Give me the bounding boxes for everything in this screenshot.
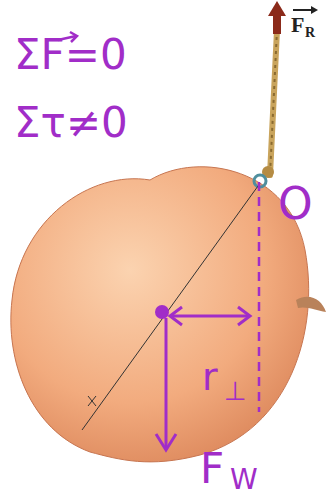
tension-label: F <box>291 14 304 36</box>
tension-subscript: R <box>305 26 315 40</box>
vector-head <box>311 6 318 14</box>
vector-bar <box>293 9 311 11</box>
lever-arm-label: r <box>202 358 218 396</box>
pivot-label: O <box>278 182 313 226</box>
apple-stem <box>296 297 326 312</box>
net-force-equation: ΣF=0 <box>14 34 127 76</box>
force-arrow-head <box>268 1 286 16</box>
force-arrow-shaft <box>273 14 281 34</box>
center-of-mass <box>155 305 169 319</box>
weight-subscript: W <box>230 466 258 494</box>
weight-label: F <box>200 448 224 490</box>
apple-body <box>11 167 309 462</box>
symmetry-axis <box>82 186 258 430</box>
weight-arrow <box>165 318 168 448</box>
net-torque-equation: Στ≠0 <box>14 102 128 144</box>
vertical-dashed-line <box>258 182 261 412</box>
lever-arm-subscript: ⊥ <box>224 378 247 404</box>
rope-twist <box>270 30 277 175</box>
rope <box>270 30 277 175</box>
lever-arm <box>170 315 250 318</box>
